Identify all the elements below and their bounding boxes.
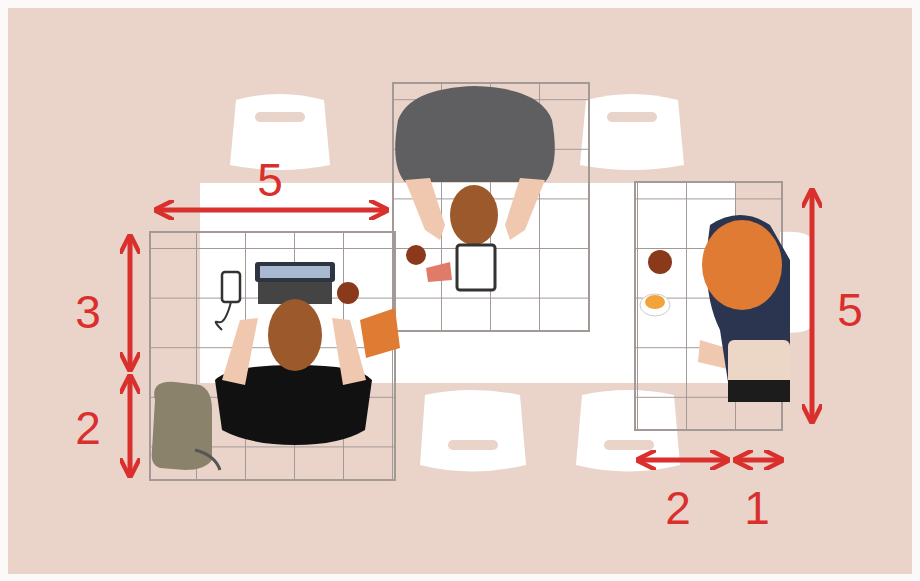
dimension-number: 3 <box>75 289 101 335</box>
person-right <box>640 215 790 402</box>
dimension-number: 2 <box>75 405 101 451</box>
person-left <box>152 262 400 470</box>
dimension-number: 2 <box>665 485 691 531</box>
person-top <box>395 86 555 290</box>
dimension-number: 5 <box>257 157 283 203</box>
dimension-number: 5 <box>837 287 863 333</box>
dimension-number: 1 <box>744 485 770 531</box>
dimension-arrow <box>130 192 812 474</box>
